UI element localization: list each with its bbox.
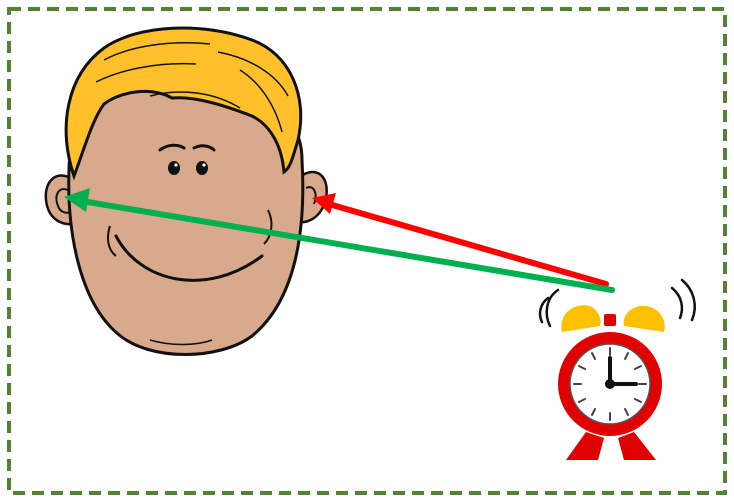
eye-right-icon	[196, 161, 208, 175]
alarm-clock-icon	[540, 280, 695, 460]
bell-left-icon	[561, 305, 600, 332]
ring-mark-right-icon	[672, 288, 682, 318]
bell-right-icon	[624, 306, 665, 332]
eye-left-icon	[168, 161, 180, 175]
red-arrow	[322, 202, 606, 284]
